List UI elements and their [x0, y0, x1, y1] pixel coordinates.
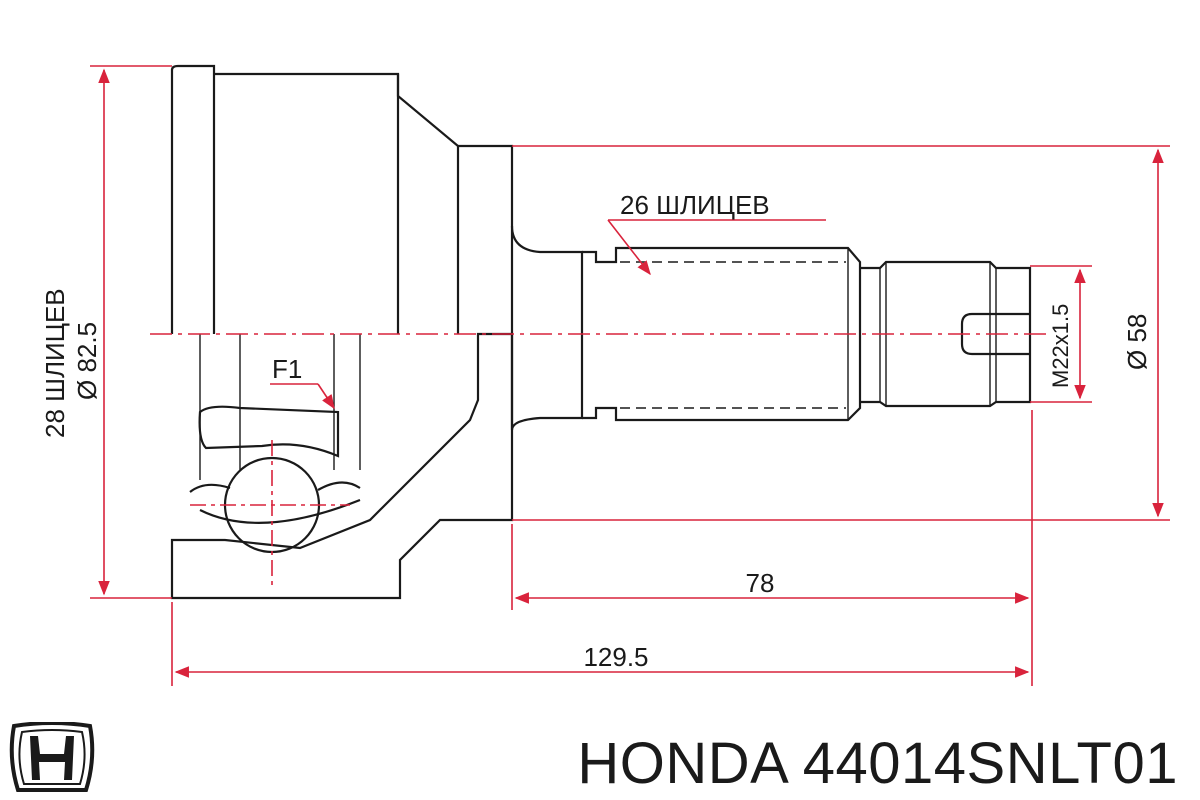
inner-spline-label: 26 ШЛИЦЕВ [620, 190, 770, 220]
brand-name: HONDA [577, 731, 787, 796]
flange-label: F1 [272, 354, 302, 384]
housing-outline [170, 64, 1032, 334]
shaft-diameter-label: Ø 58 [1122, 314, 1152, 370]
outer-diameter-label: Ø 82.5 [72, 322, 102, 400]
flange-callout: F1 [270, 354, 335, 410]
dimension-stem-length: 78 [511, 410, 1033, 610]
part-number: 44014SNLT01 [802, 731, 1178, 796]
dimension-outer-diameter: 28 ШЛИЦЕВ Ø 82.5 [40, 65, 172, 599]
outer-spline-count-label: 28 ШЛИЦЕВ [40, 288, 70, 438]
total-length-label: 129.5 [583, 642, 648, 672]
stem-length-label: 78 [746, 568, 775, 598]
thread-label: M22x1.5 [1048, 304, 1073, 388]
dimension-total-length: 129.5 [171, 602, 1033, 686]
brand-part-number: HONDA 44014SNLT01 [577, 730, 1178, 797]
dimension-shaft-diameter: Ø 58 [512, 145, 1170, 521]
inner-spline-callout: 26 ШЛИЦЕВ [607, 190, 826, 276]
housing-section [170, 332, 1032, 600]
honda-logo-icon [9, 722, 95, 792]
footer: HONDA 44014SNLT01 [0, 712, 1200, 800]
dimension-thread: M22x1.5 [1030, 265, 1092, 403]
